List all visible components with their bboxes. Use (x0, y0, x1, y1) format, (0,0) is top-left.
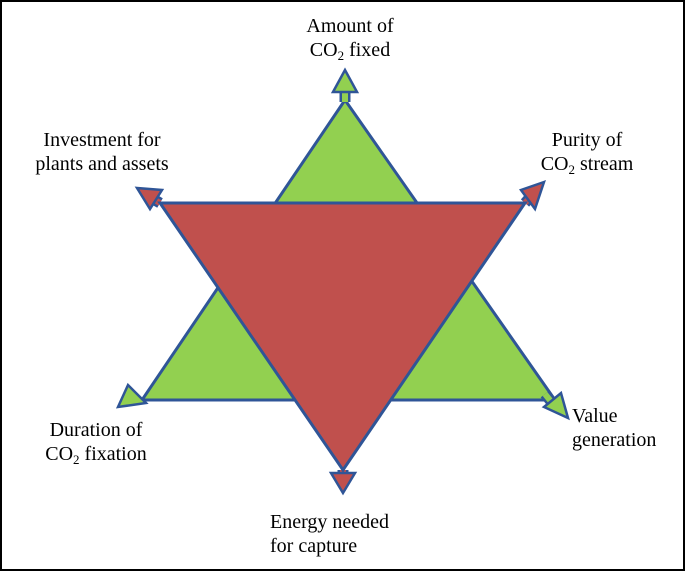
label-amount-co2-fixed: Amount of CO2 fixed (306, 15, 394, 63)
label-energy-needed: Energy needed for capture (270, 511, 390, 557)
label-purity-co2-stream: Purity of CO2 stream (540, 129, 634, 177)
green-arrow-bottom-left (115, 382, 149, 409)
green-arrow-bottom-right (540, 390, 570, 421)
label-duration-co2-fixation: Duration of CO2 fixation (45, 419, 147, 467)
label-value-generation: Value generation (572, 405, 657, 451)
green-arrow-top (330, 67, 360, 102)
red-arrow-top-left (134, 186, 165, 212)
red-arrow-bottom (328, 470, 358, 496)
red-triangle (157, 201, 528, 473)
label-investment: Investment for plants and assets (35, 129, 169, 175)
